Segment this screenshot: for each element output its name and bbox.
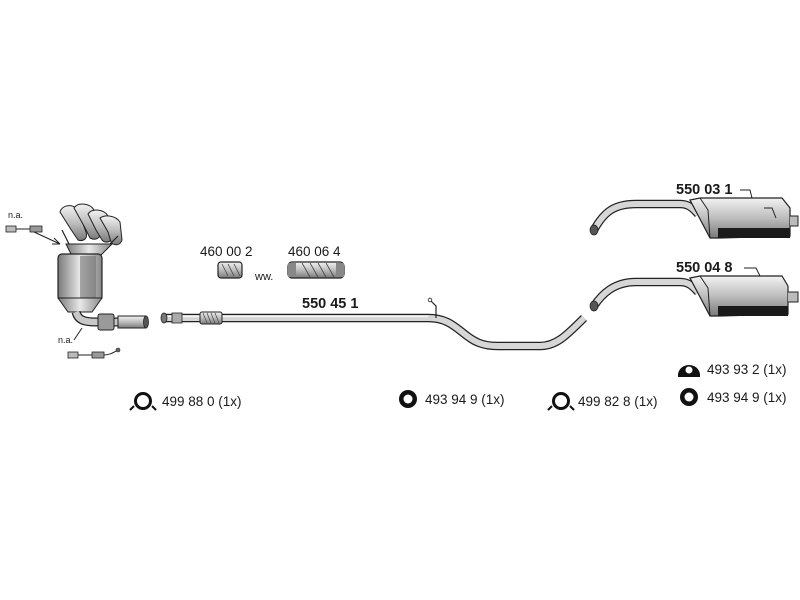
middle-pipe — [160, 297, 588, 351]
rubber-hanger-icon — [678, 365, 700, 377]
part-number-rear-silencer-2: 550 04 8 — [676, 260, 732, 276]
part-number-clamp-1: 460 00 2 — [200, 244, 253, 259]
lambda-sensor-top — [5, 225, 61, 245]
manifold-catalyst — [57, 203, 149, 331]
mounting-label: 499 82 8 (1x) — [578, 394, 658, 409]
rubber-ring-icon — [129, 392, 157, 411]
rubber-ring-icon — [547, 392, 575, 411]
rubber-mount-icon — [399, 390, 417, 408]
part-number-clamp-2: 460 06 4 — [288, 244, 341, 259]
part-number-rear-silencer-1: 550 03 1 — [676, 182, 732, 198]
mounting-label: 493 93 2 (1x) — [707, 362, 787, 377]
clamp-460002 — [217, 261, 243, 279]
lambda-sensor-bottom — [67, 327, 121, 359]
mounting-label: 493 94 9 (1x) — [707, 390, 787, 405]
rear-silencer-1 — [589, 189, 799, 239]
rubber-mount-icon — [680, 388, 698, 406]
label-na-top: n.a. — [8, 210, 23, 220]
rear-silencer-2 — [589, 267, 799, 317]
mounting-label: 493 94 9 (1x) — [425, 392, 505, 407]
clamp-460064 — [287, 261, 345, 279]
part-number-middle-pipe: 550 45 1 — [302, 296, 358, 312]
mounting-label: 499 88 0 (1x) — [162, 394, 242, 409]
label-na-bottom: n.a. — [58, 335, 73, 345]
label-ww: ww. — [254, 271, 273, 283]
